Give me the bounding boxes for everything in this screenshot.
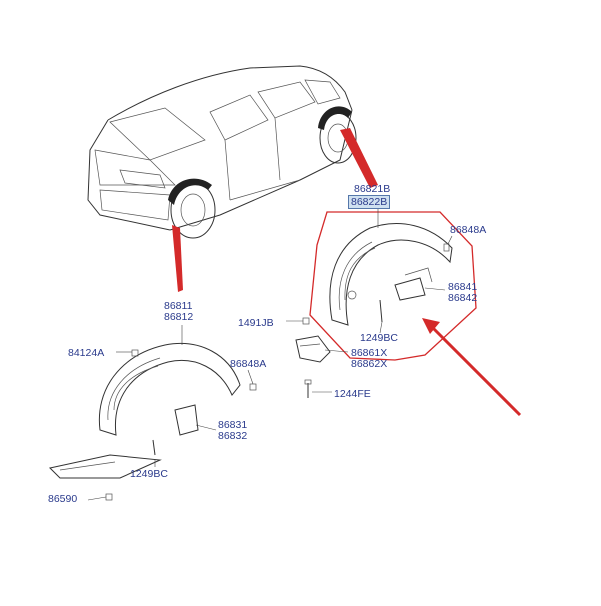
part-label-86831: 86831 (218, 419, 248, 431)
part-label-86861x: 86861X (351, 347, 388, 359)
part-label-84124a: 84124A (68, 347, 105, 359)
part-label-86822b: 86822B (348, 195, 391, 209)
car-illustration (87, 65, 357, 239)
part-label-1249bc-front: 1249BC (130, 468, 168, 480)
part-label-1491jb: 1491JB (238, 317, 274, 329)
part-label-1244fe: 1244FE (334, 388, 371, 400)
part-label-86821b: 86821B (354, 183, 391, 195)
part-label-1249bc-rear: 1249BC (360, 332, 398, 344)
part-label-86848a-front: 86848A (230, 358, 267, 370)
mudguard-brackets (295, 317, 331, 398)
part-label-86811: 86811 (164, 300, 193, 312)
part-label-86832: 86832 (218, 430, 248, 442)
rear-wheel-liner (329, 223, 453, 326)
part-label-86862x: 86862X (351, 358, 388, 370)
rear-liner-group-outline (309, 211, 477, 361)
part-label-86812: 86812 (164, 311, 194, 323)
part-label-86848a-rear: 86848A (450, 224, 487, 236)
callout-arrows (172, 128, 522, 417)
part-label-86841: 86841 (448, 281, 478, 293)
leader-lines (87, 205, 453, 501)
part-label-86842: 86842 (448, 292, 478, 304)
front-wheel-liner (48, 342, 257, 501)
part-label-86590: 86590 (48, 493, 78, 505)
